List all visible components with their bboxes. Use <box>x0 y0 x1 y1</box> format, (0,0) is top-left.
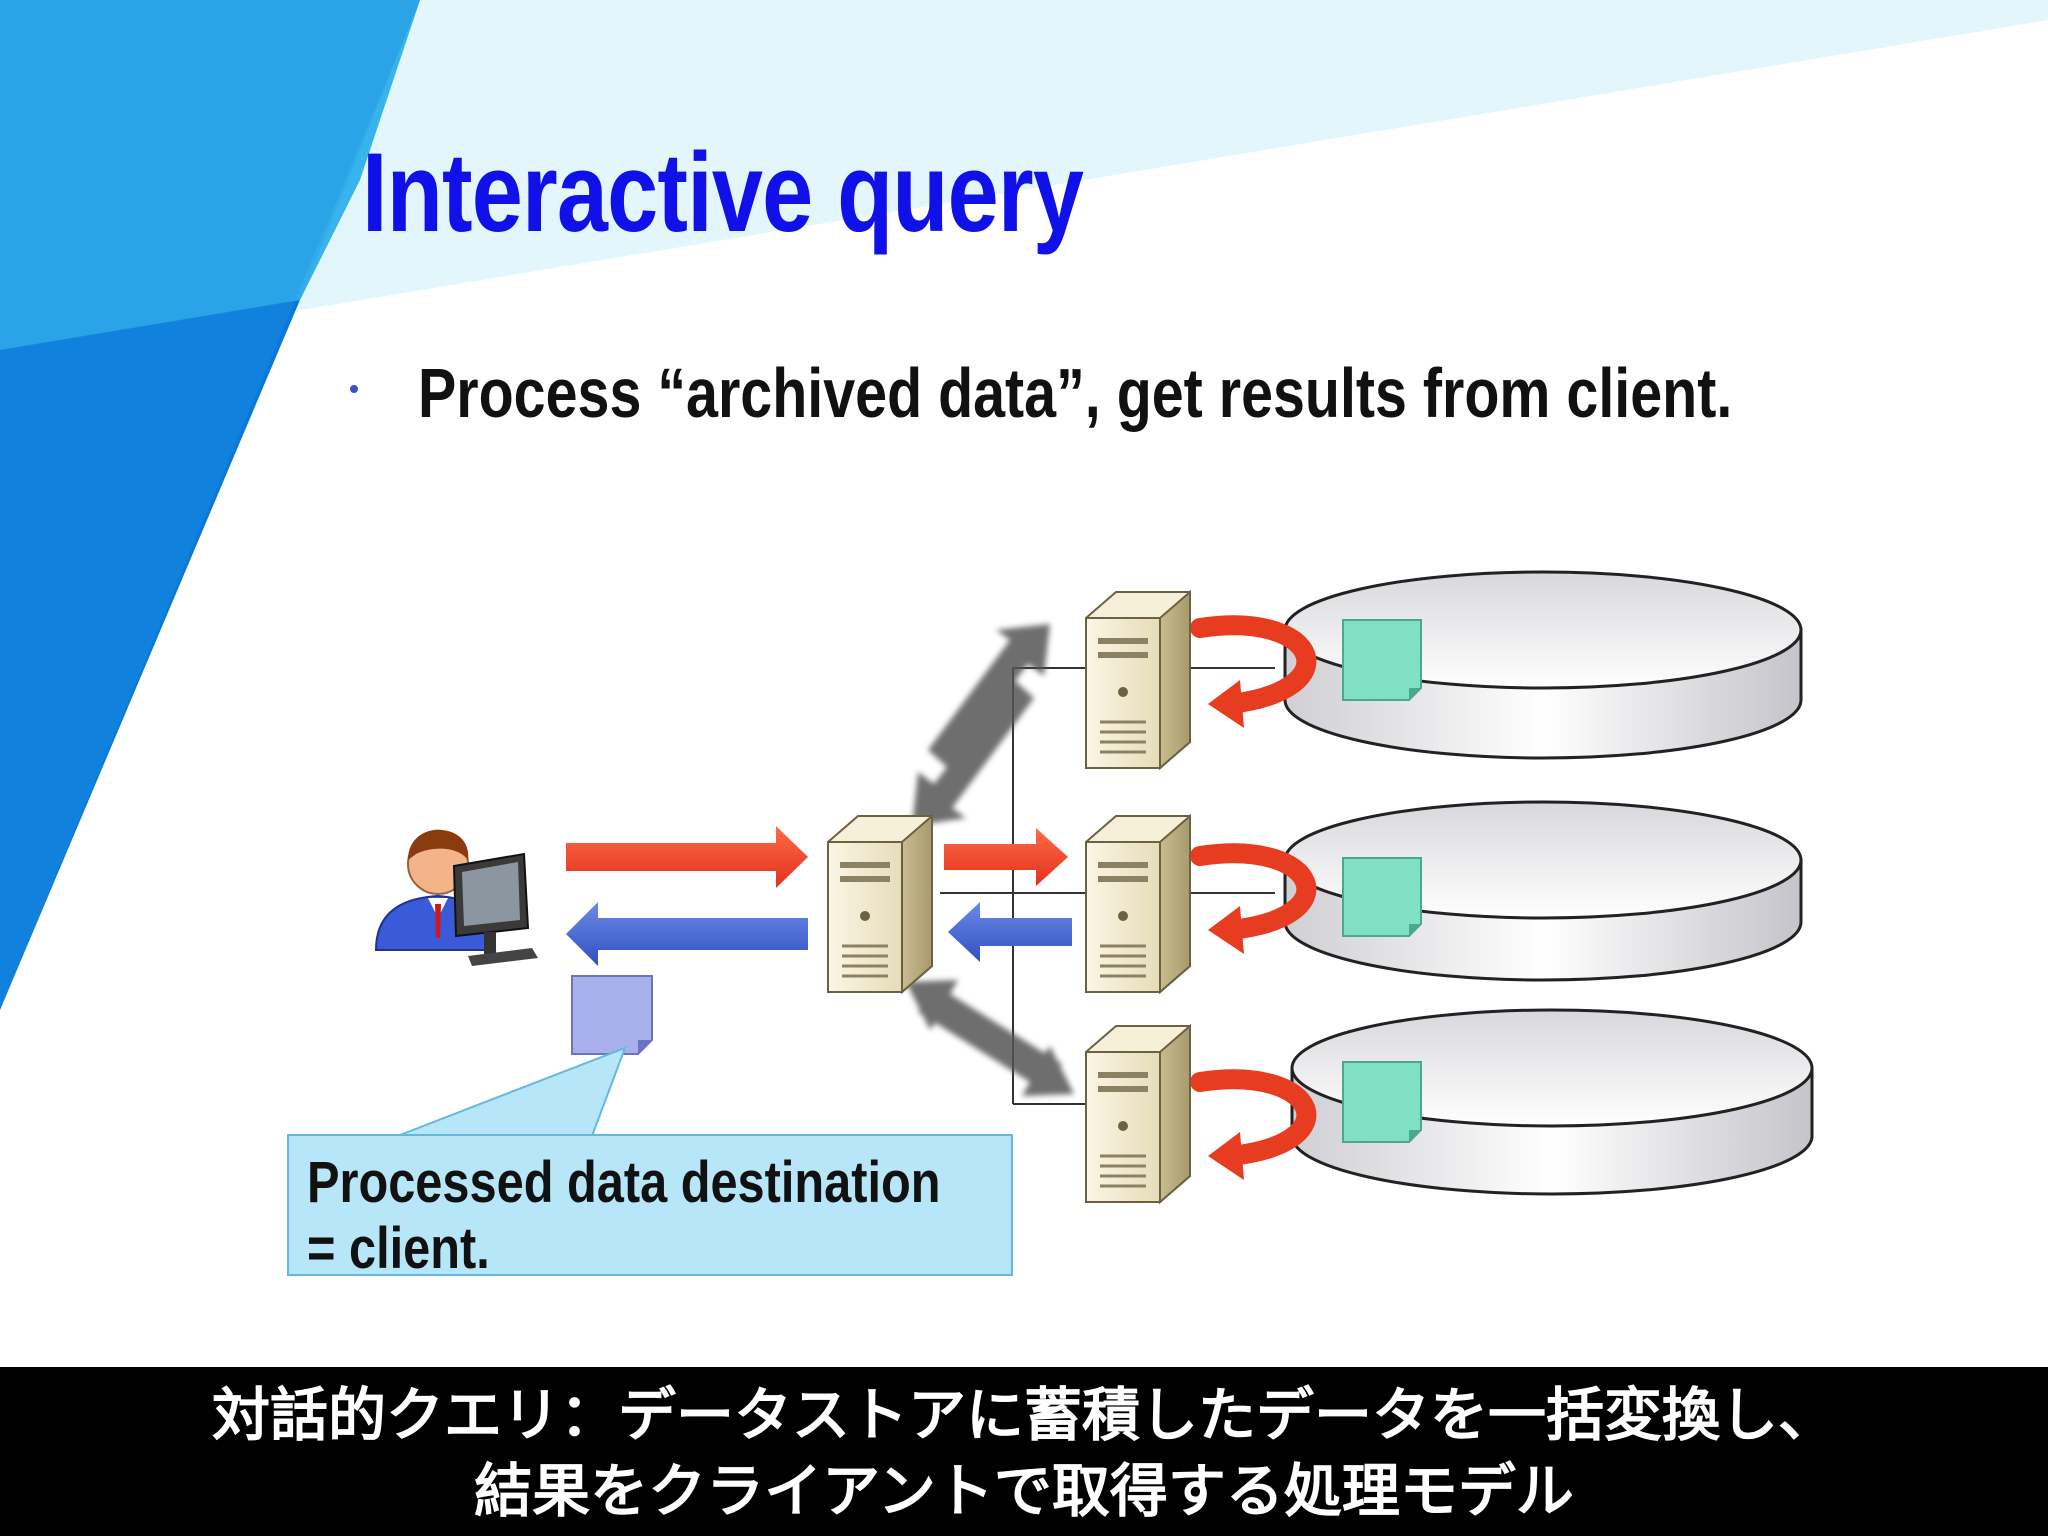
slide-title: Interactive query <box>362 130 1084 255</box>
data-block-bottom <box>1342 1061 1422 1143</box>
client-user-icon <box>374 829 538 966</box>
local-process-arrowheads <box>1208 680 1244 1180</box>
callout-pointer <box>399 1046 627 1138</box>
bullet-icon <box>350 385 358 393</box>
caption-line-1: 対話的クエリ：データストアに蓄積したデータを一括変換し、 <box>211 1381 1836 1449</box>
data-block-top <box>1342 619 1422 701</box>
local-process-arrows <box>1190 615 1317 1166</box>
response-arrow-master-to-client <box>566 902 808 966</box>
callout-line-1: Processed data destination <box>307 1150 941 1215</box>
client-data-block <box>571 975 653 1055</box>
response-arrow-worker-to-master <box>948 902 1072 962</box>
fanout-arrows <box>906 624 1074 1096</box>
callout-line-2: = client. <box>307 1216 490 1281</box>
data-block-middle <box>1342 857 1422 937</box>
request-arrow-master-to-worker <box>944 828 1068 886</box>
caption-line-2: 結果をクライアントで取得する処理モデル <box>474 1457 1574 1525</box>
server-worker-middle-icon <box>1085 813 1191 995</box>
bullet-text: Process “archived data”, get results fro… <box>418 354 1733 432</box>
caption-bar: 対話的クエリ：データストアに蓄積したデータを一括変換し、 結果をクライアントで取… <box>0 1367 2048 1536</box>
request-arrow-client-to-master <box>566 826 808 888</box>
callout-box: Processed data destination = client. <box>287 1134 1013 1281</box>
network-lines <box>940 667 1275 1105</box>
server-worker-top-icon <box>1085 589 1191 771</box>
server-worker-bottom-icon <box>1085 1023 1191 1205</box>
server-master-icon <box>827 813 933 995</box>
